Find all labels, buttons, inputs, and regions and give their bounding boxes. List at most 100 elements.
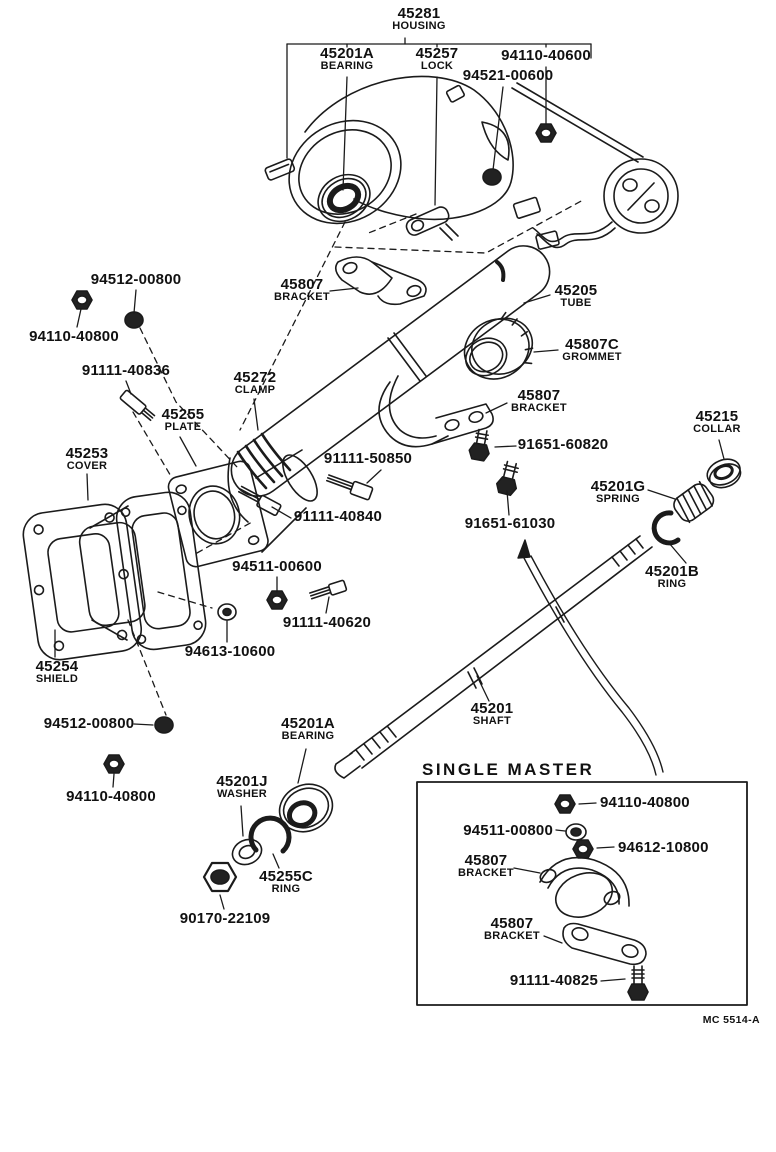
part-name: TUBE [560,297,592,310]
label-bolt-60820: 91651-60820 [518,437,609,453]
part-code: 94511-00600 [232,558,322,575]
cover-drawing [78,491,207,651]
part-code: 45807 [280,276,324,293]
part-code: 94613-10600 [184,643,276,660]
inset-title: SINGLE MASTER [422,760,595,779]
nut-22109-drawing [202,861,238,893]
inset-nut-10800-drawing [572,839,594,859]
label-inset-nut-40800: 94110-40800 [600,794,690,811]
inset-drawing [513,794,649,1001]
part-name: SPRING [596,493,640,506]
label-bolt-40840: 91111-40840 [293,508,383,525]
part-name: SHIELD [35,673,79,686]
part-name: RING [271,883,301,896]
part-name: COLLAR [693,423,741,436]
label-nut-22109: 90170-22109 [180,911,271,927]
part-code: 91651-61030 [464,515,556,532]
label-nut-00600: 94511-00600 [232,558,322,575]
bolt-40836-drawing [119,389,156,422]
bolt-60820-drawing [468,428,490,462]
label-bolt-40620: 91111-40620 [282,614,372,631]
inset-leader-lines [513,802,626,982]
part-name: BRACKET [511,402,567,415]
bolt-61030-drawing [496,460,519,497]
part-code: 94110-40800 [29,328,119,345]
shield-drawing [22,503,143,661]
part-code: 94512-00800 [90,271,182,288]
part-code: 94612-10800 [618,839,709,856]
part-name: SHAFT [472,715,512,728]
label-inset-nut-10800: 94612-10800 [618,839,709,856]
nut-00600-drawing [266,590,288,610]
inset-box [416,781,748,1006]
part-name: BEARING [281,730,335,743]
drawing-code: MC 5514-A [702,1014,760,1026]
part-name: BRACKET [274,291,330,304]
part-code: 45255C [259,868,313,885]
dashed-lines [127,199,584,716]
leader-lines [54,287,725,910]
inset-bracket-upper-drawing [539,856,630,918]
plate-flange-drawing [167,449,318,568]
label-inset-washer-00800: 94511-00800 [463,822,553,839]
tube-drawing [230,245,551,497]
part-name: PLATE [164,421,202,434]
part-code: 91111-40840 [293,508,383,525]
bearing-top-drawing [317,173,371,223]
part-code: 45253 [65,445,109,462]
part-name: GROMMET [562,351,622,364]
inset-nut-40800-drawing [554,794,576,814]
grommet-upper-drawing [124,311,144,329]
part-code: 45255 [161,406,205,423]
part-code: 94511-00800 [463,822,553,839]
label-washer-10600: 94613-10600 [184,643,276,660]
part-code: 94110-40800 [600,794,690,811]
label-nut-94110-40600: 94110-40600 [501,48,591,64]
washer-10600-drawing [217,603,237,621]
label-bolt-61030: 91651-61030 [464,515,556,532]
ignition-switch-drawing [511,82,679,250]
part-code: 45257 [415,45,459,62]
part-code: 91111-40620 [282,614,372,631]
clamp-drawing [227,432,292,523]
nut-94110-40600-drawing [535,123,557,143]
part-name: BRACKET [458,867,514,880]
shaft-drawing [334,535,653,779]
grommet-lower-drawing [154,716,174,734]
part-code: 45807 [490,915,534,932]
part-name: BRACKET [484,930,540,943]
bracket-upper-drawing [334,256,427,306]
part-name: BEARING [320,60,374,73]
part-name: HOUSING [392,20,446,33]
ring-c-drawing [248,815,292,854]
label-nut-upper: 94110-40800 [29,328,119,345]
washer-j-drawing [231,838,263,866]
cable-drawing [517,539,664,776]
part-code: 91111-40836 [81,362,171,379]
part-code: 45807 [464,852,508,869]
part-code: 45201G [590,478,646,495]
part-code: 45807C [565,336,619,353]
part-code: 45281 [397,5,441,22]
collar-drawing [706,458,742,489]
bracket-mid-drawing [378,375,494,448]
part-name: WASHER [216,788,268,801]
part-name: CLAMP [234,384,276,397]
lock-drawing [405,206,459,241]
part-code: 45201J [216,773,268,790]
part-code: 45272 [233,369,277,386]
part-name: COVER [66,460,108,473]
part-code: 45254 [35,658,79,675]
